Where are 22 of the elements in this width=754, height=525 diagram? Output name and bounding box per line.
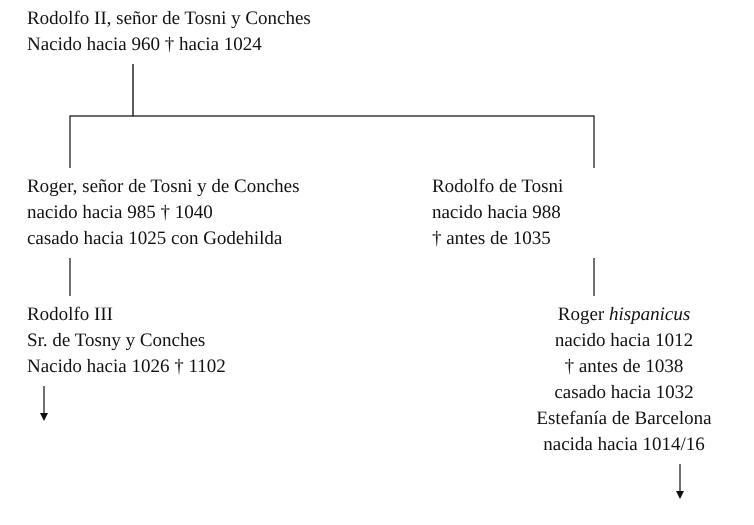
genealogy-text: casado hacia 1025 con Godehilda bbox=[27, 227, 284, 251]
genealogy-text: nacida hacia 1014/16 bbox=[542, 433, 706, 457]
genealogy-text: Nacido hacia 960 † hacia 1024 bbox=[27, 33, 263, 57]
genealogy-text: † antes de 1035 bbox=[432, 227, 552, 251]
arrow bbox=[40, 386, 48, 421]
genealogy-text: Rodolfo III bbox=[27, 303, 114, 327]
genealogy-text: Estefanía de Barcelona bbox=[535, 407, 713, 431]
genealogy-text: nacido hacia 985 † 1040 bbox=[27, 201, 214, 225]
genealogy-text: casado hacia 1032 bbox=[553, 381, 695, 405]
genealogy-text: Rodolfo de Tosni bbox=[432, 175, 564, 199]
arrow bbox=[676, 464, 684, 499]
connector-line bbox=[593, 258, 595, 296]
connector-line bbox=[132, 64, 595, 168]
genealogy-text: Nacido hacia 1026 † 1102 bbox=[27, 355, 227, 379]
genealogy-text: nacido hacia 988 bbox=[432, 201, 562, 225]
genealogy-text: Roger hispanicus bbox=[556, 303, 692, 327]
genealogy-text: Rodolfo II, señor de Tosni y Conches bbox=[27, 7, 312, 31]
genealogy-text: † antes de 1038 bbox=[564, 355, 684, 379]
genealogy-text: nacido hacia 1012 bbox=[554, 329, 694, 353]
connector-line bbox=[69, 258, 71, 296]
genealogy-text: Sr. de Tosny y Conches bbox=[27, 329, 206, 353]
genealogy-text: Roger, señor de Tosni y de Conches bbox=[27, 175, 300, 199]
